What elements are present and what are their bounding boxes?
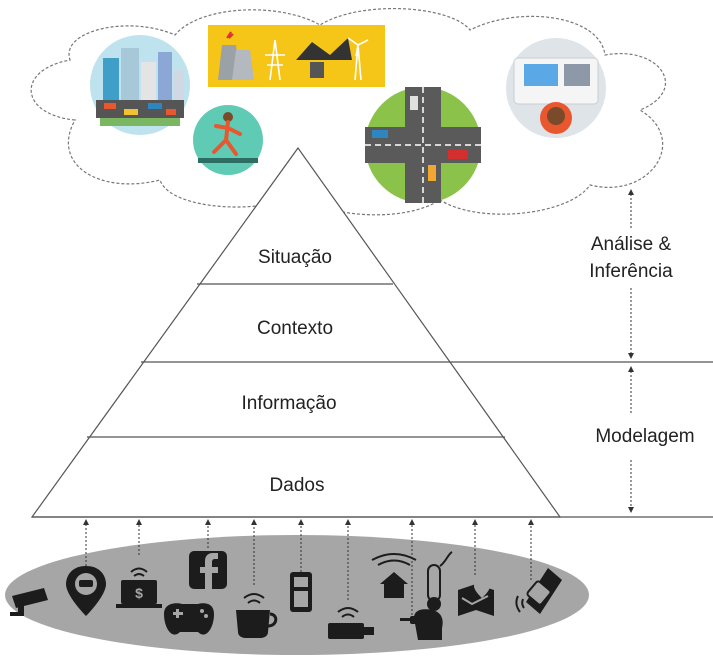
- modeling-label: Modelagem: [595, 426, 694, 447]
- map-location-icon: [458, 578, 494, 616]
- mobile-phone-icon: [290, 572, 312, 612]
- usb-wifi-icon: [328, 607, 374, 639]
- analysis-label-line1: Análise &: [591, 234, 672, 255]
- level-situacao: Situação: [258, 247, 332, 268]
- pyramid: Situação Contexto Informação Dados: [30, 146, 713, 518]
- analysis-label-line2: Inferência: [589, 261, 673, 282]
- level-informacao: Informação: [241, 393, 336, 414]
- smartwatch-icon: [515, 568, 562, 614]
- intersection-image: [365, 87, 481, 203]
- city-traffic-image: [90, 35, 190, 135]
- coffee-wifi-icon: [236, 593, 278, 638]
- thermometer-vr-head-icon: [400, 551, 453, 640]
- workspace-image: [506, 38, 606, 138]
- sensor-arrows: [83, 519, 534, 615]
- game-controller-icon: [164, 603, 214, 635]
- power-energy-image: [208, 25, 385, 87]
- car-location-icon: [66, 566, 106, 616]
- runner-image: [193, 105, 263, 175]
- svg-text:$: $: [135, 585, 143, 601]
- facebook-icon: [189, 551, 227, 589]
- side-annotations: Análise & Inferência Modelagem: [589, 189, 695, 513]
- smart-home-icon: [371, 553, 417, 598]
- level-dados: Dados: [270, 475, 325, 496]
- cctv-camera-icon: [10, 588, 48, 616]
- wifi-laptop-money-icon: $: [116, 567, 162, 608]
- level-contexto: Contexto: [257, 318, 333, 339]
